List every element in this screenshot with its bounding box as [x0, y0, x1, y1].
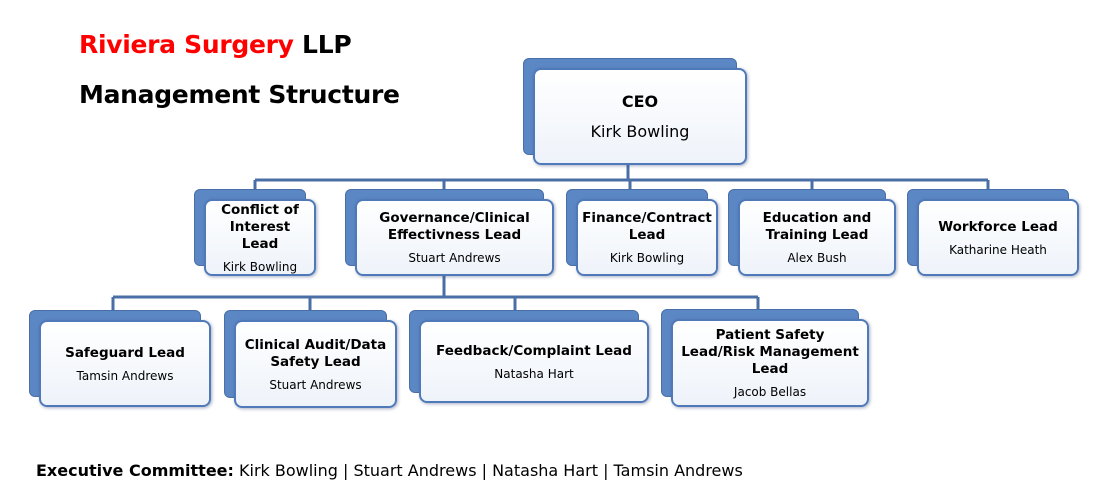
node-card: Clinical Audit/Data Safety Lead Stuart A…	[234, 320, 397, 408]
brand-suffix: LLP	[293, 30, 352, 59]
node-card: Safeguard Lead Tamsin Andrews	[39, 320, 211, 407]
org-node-patient-safety-lead: Patient Safety Lead/Risk Management Lead…	[661, 309, 869, 407]
node-role: Education and Training Lead	[762, 210, 872, 243]
org-node-workforce-lead: Workforce Lead Katharine Heath	[907, 189, 1079, 276]
node-person: Kirk Bowling	[222, 259, 298, 274]
node-person: Jacob Bellas	[733, 385, 807, 399]
node-person: Stuart Andrews	[269, 377, 362, 392]
page-subtitle: Management Structure	[79, 80, 400, 109]
page-title: Riviera Surgery LLP	[79, 30, 352, 59]
org-node-conflict-of-interest-lead: Conflict of Interest Lead Kirk Bowling	[194, 189, 316, 276]
node-role: Governance/Clinical Effectivness Lead	[379, 210, 530, 243]
node-card: Finance/Contract Lead Kirk Bowling	[576, 199, 718, 276]
node-role: Workforce Lead	[938, 218, 1058, 235]
executive-committee-label: Executive Committee:	[36, 461, 234, 480]
node-person: Stuart Andrews	[408, 251, 501, 265]
org-node-clinical-audit-lead: Clinical Audit/Data Safety Lead Stuart A…	[224, 310, 397, 408]
node-card: Patient Safety Lead/Risk Management Lead…	[671, 319, 869, 407]
node-person: Alex Bush	[787, 251, 847, 265]
org-node-education-training-lead: Education and Training Lead Alex Bush	[728, 189, 896, 276]
executive-committee-line: Executive Committee: Kirk Bowling | Stua…	[36, 461, 743, 480]
node-role: Patient Safety Lead/Risk Management Lead	[681, 327, 859, 377]
node-person: Natasha Hart	[494, 366, 574, 381]
node-card: CEO Kirk Bowling	[533, 68, 747, 165]
executive-committee-members: Kirk Bowling | Stuart Andrews | Natasha …	[233, 461, 743, 480]
org-node-finance-contract-lead: Finance/Contract Lead Kirk Bowling	[566, 189, 718, 276]
node-card: Governance/Clinical Effectivness Lead St…	[355, 199, 554, 276]
node-card: Education and Training Lead Alex Bush	[738, 199, 896, 276]
node-role: Clinical Audit/Data Safety Lead	[244, 336, 387, 370]
org-node-governance-lead: Governance/Clinical Effectivness Lead St…	[345, 189, 554, 276]
node-person: Katharine Heath	[949, 242, 1047, 257]
node-role: Safeguard Lead	[65, 344, 185, 361]
node-person: Kirk Bowling	[590, 121, 690, 141]
brand-name: Riviera Surgery	[79, 30, 294, 59]
org-node-ceo: CEO Kirk Bowling	[523, 58, 747, 165]
node-card: Conflict of Interest Lead Kirk Bowling	[204, 199, 316, 276]
org-node-feedback-complaint-lead: Feedback/Complaint Lead Natasha Hart	[409, 310, 649, 403]
node-person: Tamsin Andrews	[76, 368, 174, 383]
node-card: Workforce Lead Katharine Heath	[917, 199, 1079, 276]
node-role: Conflict of Interest Lead	[221, 201, 299, 252]
node-card: Feedback/Complaint Lead Natasha Hart	[419, 320, 649, 403]
node-role: CEO	[621, 91, 659, 111]
org-node-safeguard-lead: Safeguard Lead Tamsin Andrews	[29, 310, 211, 407]
node-role: Finance/Contract Lead	[582, 210, 712, 243]
node-role: Feedback/Complaint Lead	[436, 342, 632, 359]
node-person: Kirk Bowling	[609, 251, 685, 265]
